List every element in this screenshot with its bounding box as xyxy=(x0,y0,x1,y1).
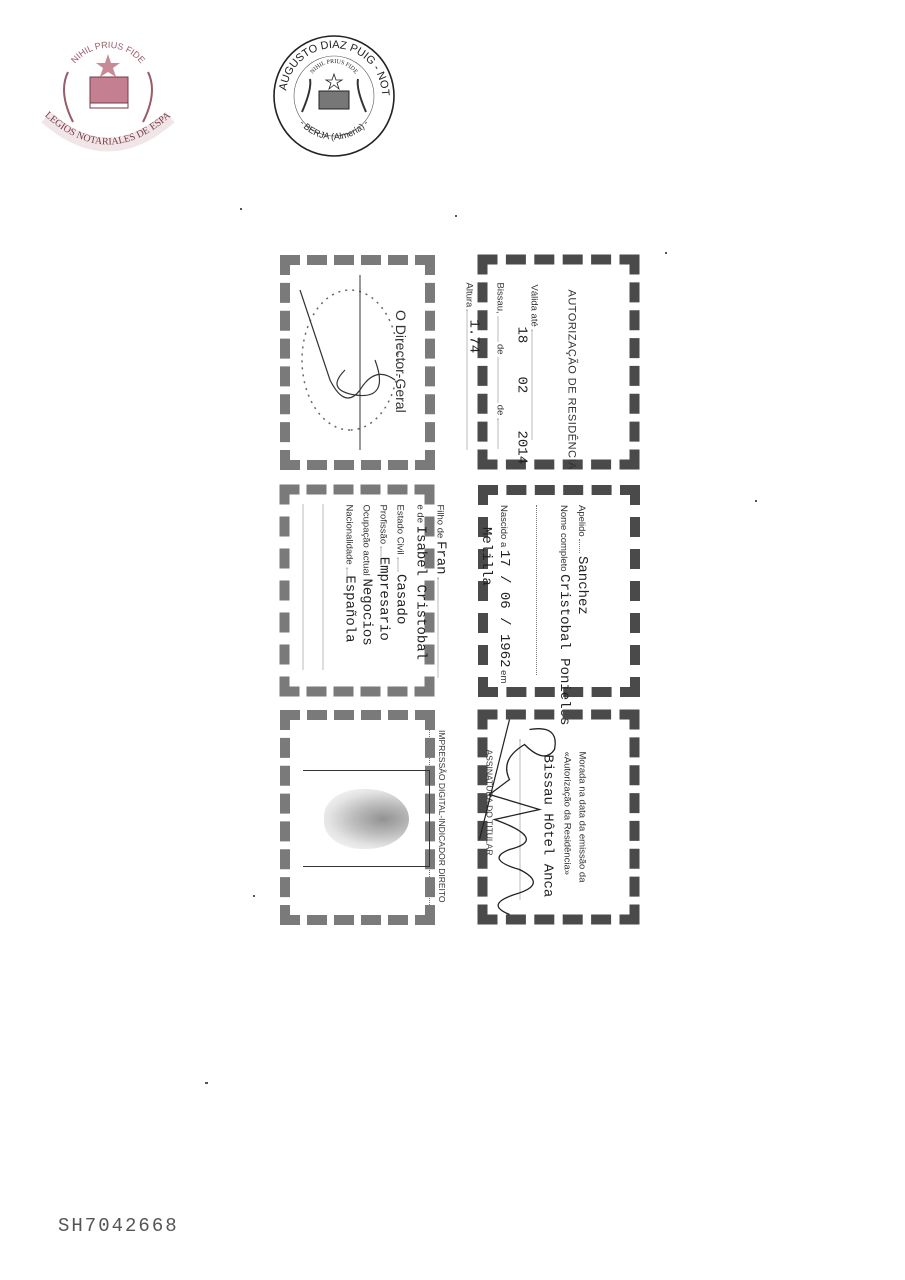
serial-number: SH7042668 xyxy=(58,1215,179,1237)
document-title: AUTORIZAÇÃO DE RESIDÊNCIA xyxy=(565,289,578,470)
colegios-notariales-seal: NIHIL PRIUS FIDE COLEGIOS NOTARIALES DE … xyxy=(38,32,175,152)
issue-place-line: Bissau, de de xyxy=(495,283,506,449)
holder-signature xyxy=(478,719,556,916)
address-panel: Morada na data da emissão da «Autorizaçã… xyxy=(477,709,640,925)
dotted-line xyxy=(320,504,331,670)
notary-seal: JUAN AUGUSTO DIAZ PUIG - NOTARIO - BERJA… xyxy=(272,34,395,157)
surname-value: Sanchez xyxy=(574,555,590,615)
address-label-1: Morada na data da emissão da xyxy=(576,751,588,883)
svg-text:NIHIL PRIUS FIDE: NIHIL PRIUS FIDE xyxy=(310,59,359,76)
birth-line: Nascido a 17 / 06 / 1962 em xyxy=(496,505,512,684)
height-value: 1.74 xyxy=(465,319,482,354)
parents-panel: Filho de Fran e de Isabel Cristobal Esta… xyxy=(279,484,449,697)
height-line: Altura xyxy=(464,283,475,450)
issue-year: 2014 xyxy=(513,430,530,465)
dotted-line xyxy=(300,504,311,670)
fingerprint-image xyxy=(324,789,409,849)
fingerprint-box xyxy=(303,770,430,867)
fingerprint-panel: IMPRESSÃO DIGITAL-INDICADOR DIREITO xyxy=(280,710,447,925)
valid-until-label: Válida até xyxy=(529,285,540,440)
profession-line: Profissão Empresario xyxy=(375,504,392,641)
scan-speck xyxy=(665,252,667,254)
validity-panel: AUTORIZAÇÃO DE RESIDÊNCIA Válida até 18 … xyxy=(464,254,640,470)
scan-speck xyxy=(205,1082,208,1084)
identity-panel: Apelido Sanchez Nome completo Cristobal … xyxy=(478,485,640,725)
full-name-line: Nome completo Cristobal Ponieles xyxy=(556,505,572,726)
scan-speck xyxy=(755,500,757,502)
dotted-line xyxy=(533,505,544,675)
full-name-value: Cristobal Ponieles xyxy=(556,574,572,726)
birth-date-value: 17 / 06 / 1962 xyxy=(496,549,512,668)
director-signature-stamp xyxy=(299,275,399,450)
civil-status-line: Estado Civil Casado xyxy=(392,504,409,625)
scan-speck xyxy=(240,208,242,210)
issue-month: 02 xyxy=(513,376,530,394)
issue-day: 18 xyxy=(513,326,530,344)
nationality-line: Nacionalidade Española xyxy=(341,504,358,643)
birth-place-value: Melilla xyxy=(478,527,494,586)
scan-speck xyxy=(455,215,457,217)
occupation-line: Ocupação actual Negocios xyxy=(358,504,375,646)
svg-text:- BERJA (Almería) -: - BERJA (Almería) - xyxy=(298,118,370,142)
mother-line: e de Isabel Cristobal xyxy=(412,504,429,661)
father-line: Filho de Fran xyxy=(433,505,449,678)
director-panel: O Director-Geral xyxy=(280,255,435,470)
surname-line: Apelido Sanchez xyxy=(574,505,590,615)
scan-speck xyxy=(253,895,255,897)
fingerprint-label: IMPRESSÃO DIGITAL-INDICADOR DIREITO xyxy=(437,730,447,903)
